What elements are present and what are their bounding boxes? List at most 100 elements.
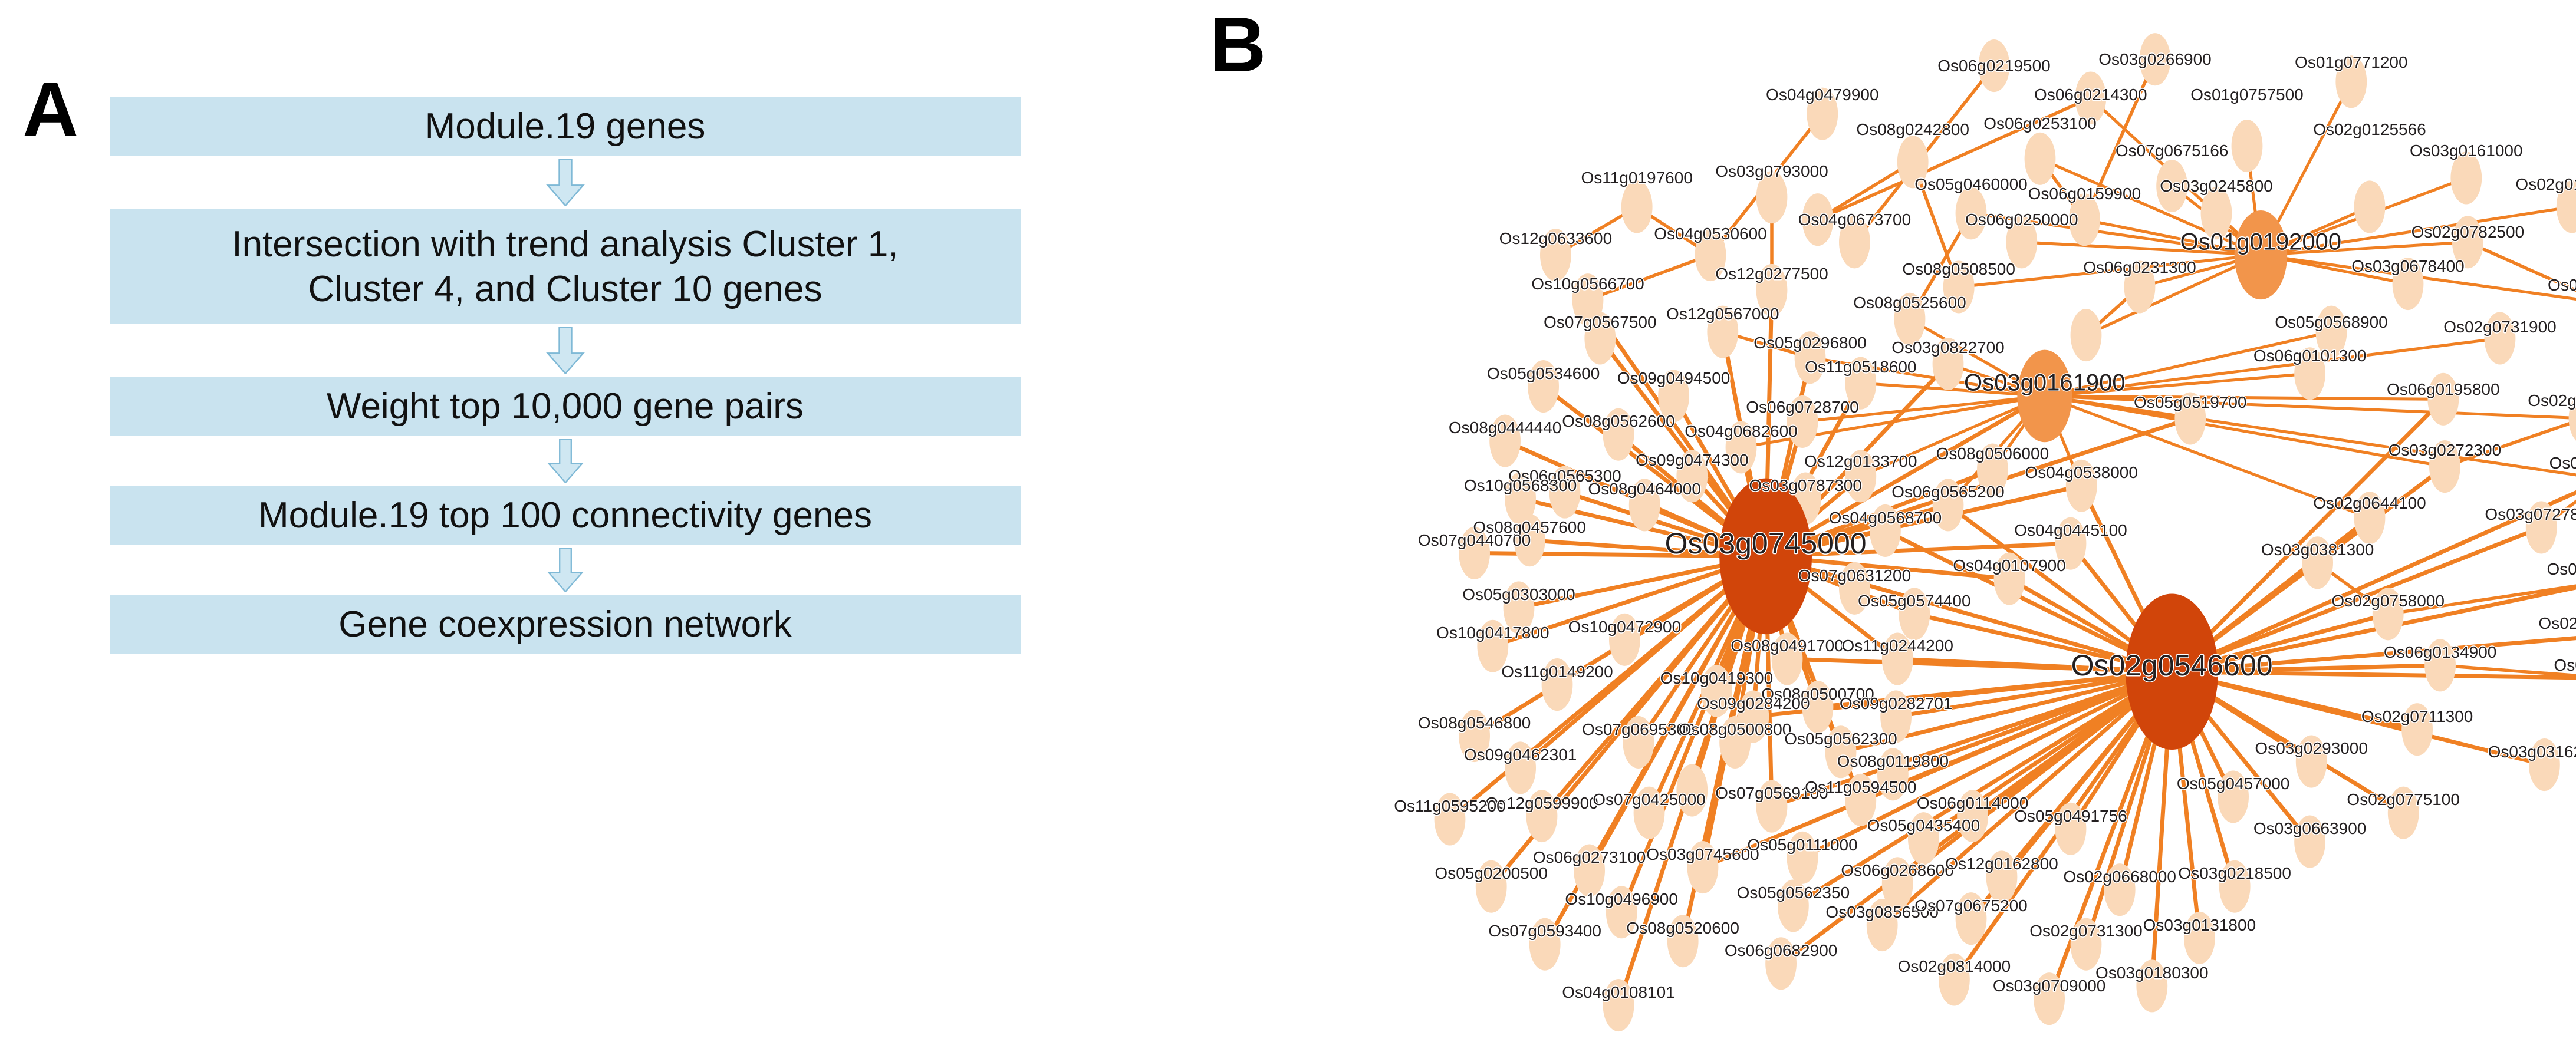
network-node[interactable] <box>2424 639 2456 692</box>
network-node[interactable] <box>1939 953 1970 1006</box>
network-node[interactable] <box>1932 337 1964 391</box>
network-node[interactable] <box>2184 911 2215 964</box>
network-node[interactable] <box>2294 815 2325 868</box>
network-node[interactable] <box>1628 479 1660 532</box>
network-node[interactable] <box>1993 552 2025 605</box>
network-node[interactable] <box>2218 770 2249 823</box>
network-node[interactable] <box>1676 764 1708 817</box>
network-node[interactable] <box>1765 937 1797 990</box>
network-node[interactable] <box>2556 180 2576 233</box>
network-node[interactable] <box>2401 703 2433 756</box>
network-node[interactable] <box>1489 414 1521 467</box>
network-node[interactable] <box>2139 33 2171 86</box>
network-node[interactable] <box>1839 216 1870 269</box>
network-node[interactable] <box>2174 392 2206 445</box>
network-node[interactable] <box>1475 860 1507 913</box>
network-node[interactable] <box>1955 892 1987 945</box>
network-node[interactable] <box>1572 273 1604 327</box>
network-node[interactable] <box>2295 735 2327 788</box>
network-node[interactable] <box>2055 802 2087 855</box>
network-node[interactable] <box>1541 658 1573 711</box>
network-node[interactable] <box>1955 187 1987 240</box>
network-node[interactable] <box>1897 136 1929 189</box>
network-node[interactable] <box>2354 492 2386 545</box>
network-node[interactable] <box>2372 588 2404 641</box>
network-node[interactable] <box>1603 408 1634 461</box>
network-node[interactable] <box>2335 55 2367 108</box>
network-node[interactable] <box>1584 312 1616 365</box>
network-node[interactable] <box>1676 450 1708 503</box>
network-node[interactable] <box>1609 613 1640 666</box>
network-node[interactable] <box>2450 151 2482 205</box>
network-node[interactable] <box>1908 812 1939 865</box>
network-node[interactable] <box>1894 292 1926 345</box>
network-node[interactable] <box>1787 395 1818 448</box>
network-node[interactable] <box>2136 959 2168 1013</box>
network-node[interactable] <box>1503 581 1535 634</box>
network-node[interactable] <box>2452 216 2483 269</box>
network-node[interactable] <box>1505 472 1536 525</box>
network-node[interactable] <box>1549 466 1581 519</box>
network-node[interactable] <box>2529 738 2560 792</box>
network-node[interactable] <box>2219 860 2251 913</box>
network-node[interactable] <box>2024 132 2056 185</box>
network-node[interactable] <box>1756 780 1788 833</box>
network-node[interactable] <box>1528 360 1559 413</box>
network-node[interactable] <box>2231 120 2263 173</box>
network-node[interactable] <box>1787 831 1818 884</box>
network-node[interactable] <box>1845 357 1877 410</box>
network-node[interactable] <box>2315 305 2347 358</box>
network-node[interactable] <box>1434 793 1466 846</box>
network-node[interactable] <box>1845 450 1877 503</box>
network-node[interactable] <box>2200 187 2232 240</box>
network-node[interactable] <box>1606 886 1637 939</box>
network-node[interactable] <box>1866 898 1898 952</box>
network-node[interactable] <box>1899 588 1930 641</box>
network-node[interactable] <box>1778 879 1809 932</box>
network-node[interactable] <box>1957 790 1988 843</box>
network-node[interactable] <box>2525 501 2557 554</box>
network-node[interactable] <box>1526 790 1558 843</box>
network-node[interactable] <box>2484 312 2516 365</box>
network-node[interactable] <box>1839 562 1870 615</box>
network-node[interactable] <box>1459 526 1490 580</box>
network-node[interactable] <box>1707 305 1739 358</box>
network-node[interactable] <box>2568 392 2576 444</box>
network-node[interactable] <box>1807 87 1838 140</box>
network-node[interactable] <box>1986 850 2018 903</box>
network-node[interactable] <box>1977 443 2008 496</box>
network-node[interactable] <box>2156 160 2187 213</box>
network-node[interactable] <box>2126 593 2218 750</box>
network-node[interactable] <box>1932 479 1964 532</box>
network-node[interactable] <box>1701 664 1732 717</box>
network-node[interactable] <box>1633 786 1665 839</box>
network-node[interactable] <box>2392 257 2424 311</box>
network-node[interactable] <box>1802 193 1834 246</box>
network-node[interactable] <box>2387 786 2419 839</box>
network-node[interactable] <box>2234 210 2288 300</box>
network-node[interactable] <box>1880 690 1912 743</box>
network-node[interactable] <box>2294 347 2325 400</box>
network-node[interactable] <box>1574 844 1605 897</box>
network-node[interactable] <box>1505 741 1536 794</box>
network-node[interactable] <box>2354 180 2386 233</box>
network-node[interactable] <box>2302 536 2333 589</box>
network-node[interactable] <box>2006 216 2038 269</box>
network-node[interactable] <box>1943 260 1975 314</box>
network-node[interactable] <box>1756 171 1788 224</box>
network-node[interactable] <box>1621 180 1653 233</box>
network-node[interactable] <box>1794 331 1826 384</box>
network-node[interactable] <box>1881 632 1913 685</box>
network-node[interactable] <box>2075 71 2107 124</box>
network-node[interactable] <box>1529 918 1561 971</box>
network-node[interactable] <box>1725 421 1757 474</box>
network-node[interactable] <box>2070 309 2102 362</box>
network-node[interactable] <box>1658 370 1689 423</box>
network-node[interactable] <box>1603 978 1634 1032</box>
network-node[interactable] <box>2104 863 2136 916</box>
network-node[interactable] <box>1719 478 1812 635</box>
network-node[interactable] <box>2429 440 2460 493</box>
network-node[interactable] <box>2065 459 2097 512</box>
network-node[interactable] <box>2069 193 2100 246</box>
network-node[interactable] <box>1802 681 1834 734</box>
